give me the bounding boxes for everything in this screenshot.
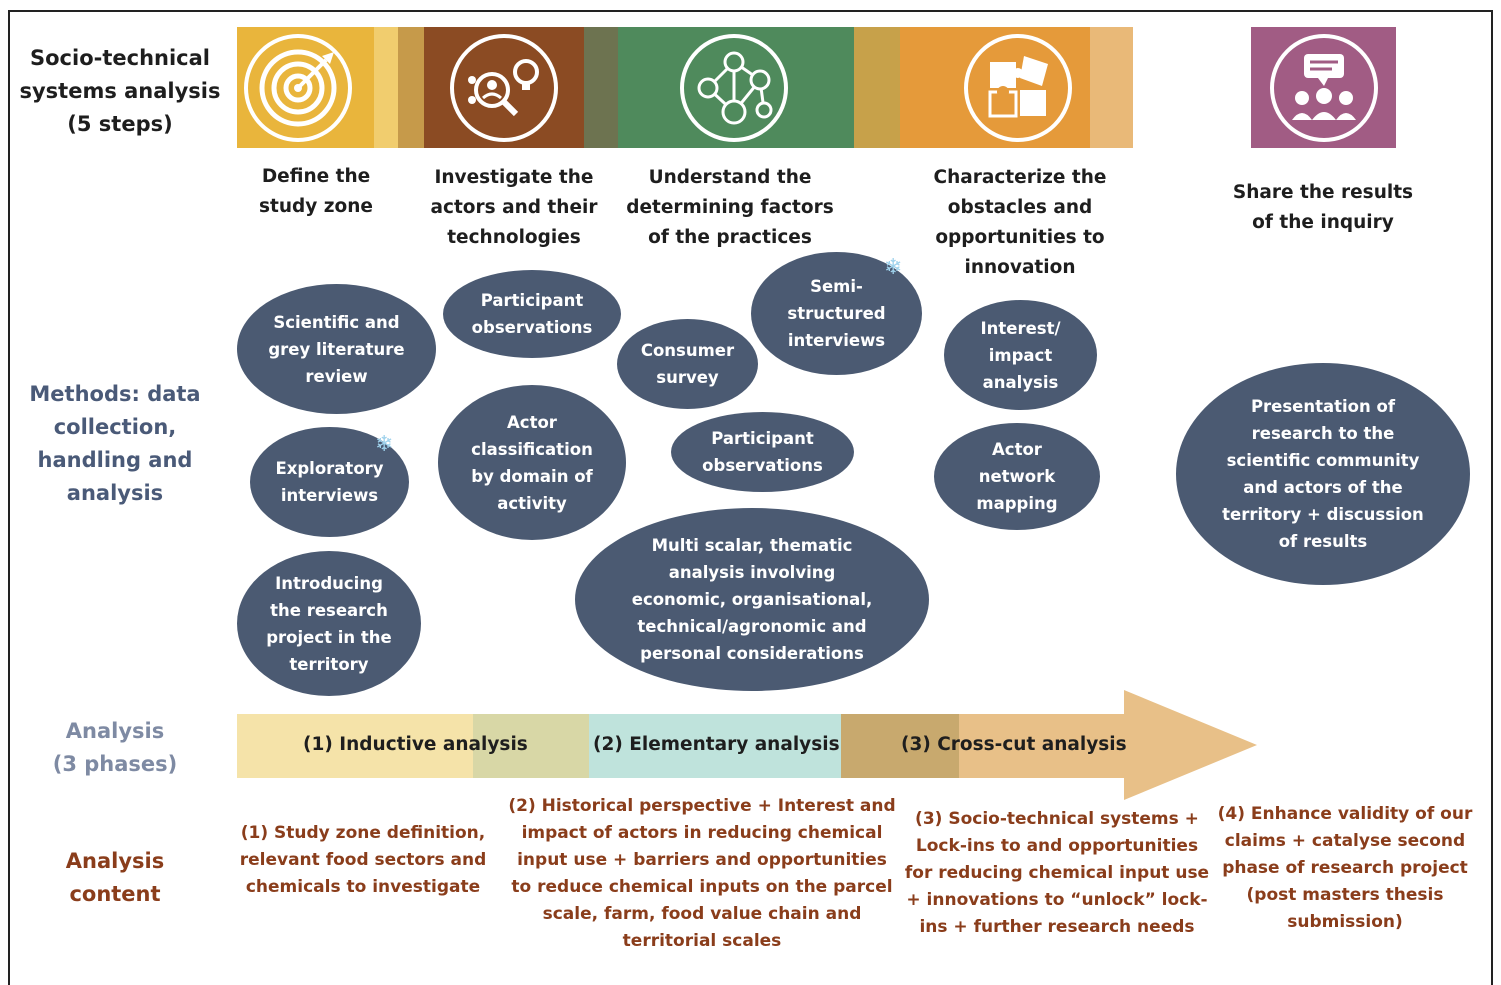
snowflake-icon: ❄ bbox=[375, 432, 394, 457]
diagram-frame bbox=[8, 10, 1493, 985]
content-phase-3: (3) Socio-technical systems +Lock-ins to… bbox=[904, 809, 1210, 937]
step-band-light-yellow bbox=[374, 27, 398, 148]
step-band-peach bbox=[1090, 27, 1133, 148]
content-phase-2: (2) Historical perspective + Interest an… bbox=[508, 796, 896, 951]
phase-band-inductive-overlap bbox=[473, 714, 589, 778]
row-label-phases: Analysis(3 phases) bbox=[52, 719, 178, 776]
phase-band-elementary-overlap bbox=[841, 714, 959, 778]
phase-label-crosscut: (3) Cross-cut analysis bbox=[901, 734, 1127, 755]
actor-investigation-icon bbox=[446, 27, 562, 148]
phase-band-inductive bbox=[237, 714, 473, 778]
target-icon bbox=[240, 27, 356, 148]
content-phase-1: (1) Study zone definition,relevant food … bbox=[239, 823, 487, 897]
step-band-tan bbox=[398, 27, 424, 148]
snowflake-icon: ❄ bbox=[884, 255, 903, 280]
step-band-olive bbox=[584, 27, 618, 148]
step-band-purple bbox=[1251, 27, 1396, 148]
puzzle-icon bbox=[960, 27, 1076, 148]
phase-label-elementary: (2) Elementary analysis bbox=[593, 734, 840, 755]
phase-band-crosscut bbox=[959, 690, 1257, 800]
share-discussion-icon bbox=[1266, 27, 1382, 148]
network-icon bbox=[676, 27, 792, 148]
phase-band-elementary bbox=[589, 714, 841, 778]
phase-label-inductive: (1) Inductive analysis bbox=[303, 734, 528, 755]
step-band-ochre bbox=[854, 27, 900, 148]
step-band-green bbox=[618, 27, 854, 148]
